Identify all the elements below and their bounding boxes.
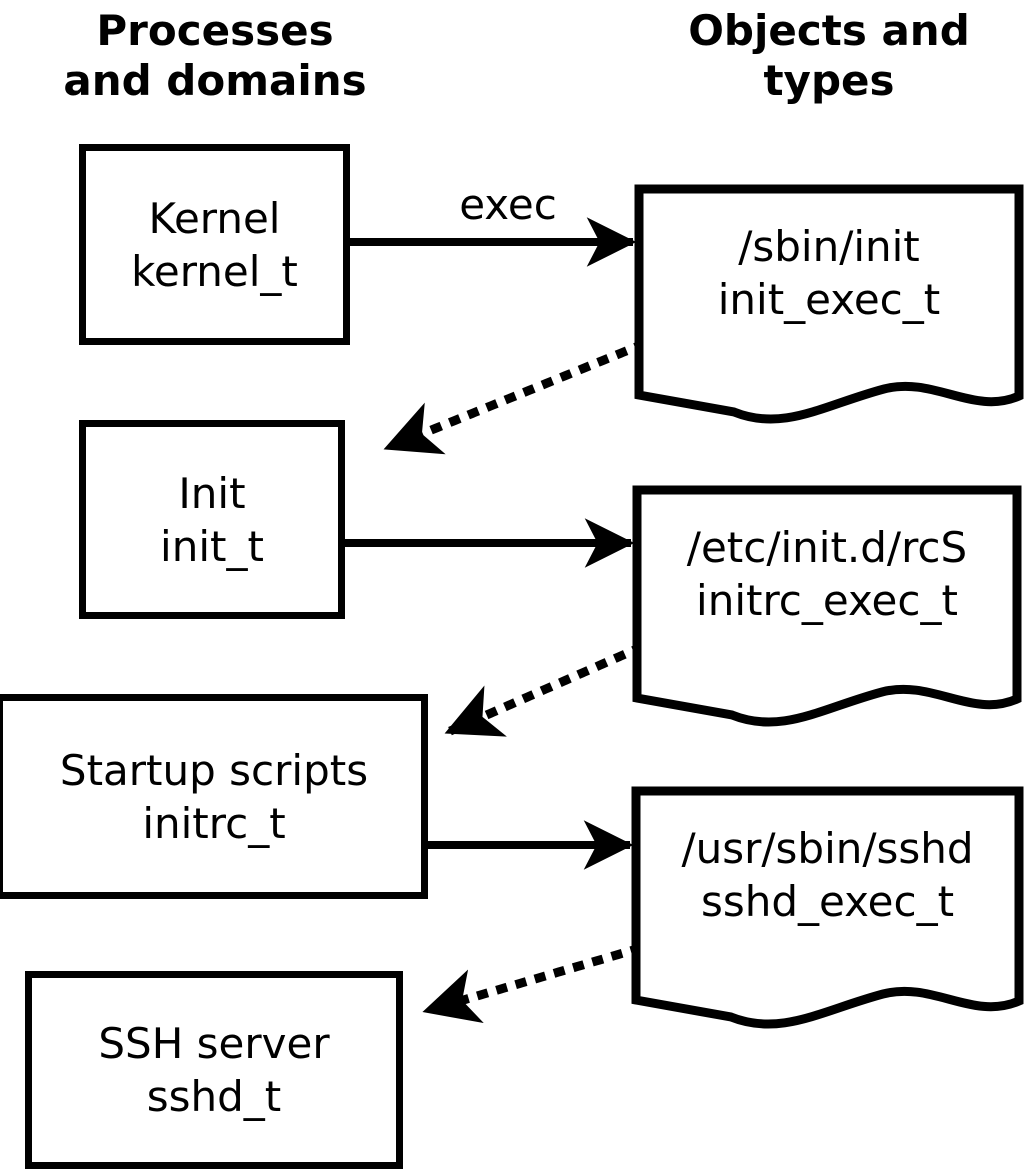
process-box-initrc[interactable]: Startup scripts initrc_t	[0, 694, 428, 899]
process-box-init-label: Init init_t	[160, 468, 264, 571]
process-box-sshd-label: SSH server sshd_t	[98, 1019, 330, 1121]
process-box-init[interactable]: Init init_t	[79, 420, 345, 619]
document-shape-icon	[634, 184, 1024, 424]
process-box-initrc-label: Startup scripts initrc_t	[59, 745, 369, 848]
object-doc-init-exec-label: /sbin/init init_exec_t	[717, 222, 941, 324]
object-doc-init-exec[interactable]: /sbin/init init_exec_t	[634, 184, 1024, 424]
dotted-edge-sshd-exec-to-sshd	[420, 943, 643, 1024]
object-doc-initrc-exec[interactable]: /etc/init.d/rcS initrc_exec_t	[632, 485, 1022, 729]
column-header-processes: Processes and domains	[63, 6, 367, 105]
process-box-kernel[interactable]: Kernel kernel_t	[79, 144, 350, 345]
document-shape-icon	[631, 786, 1024, 1029]
process-box-sshd[interactable]: SSH server sshd_t	[25, 971, 403, 1169]
object-doc-initrc-exec-label: /etc/init.d/rcS initrc_exec_t	[686, 523, 968, 625]
column-header-objects: Objects and types	[688, 6, 970, 105]
process-box-kernel-label: Kernel kernel_t	[131, 193, 298, 296]
object-doc-sshd-exec-label: /usr/sbin/sshd sshd_exec_t	[681, 824, 974, 926]
dotted-edge-initrc-exec-to-initrc	[442, 642, 645, 738]
object-doc-sshd-exec[interactable]: /usr/sbin/sshd sshd_exec_t	[631, 786, 1024, 1031]
dotted-edge-init-exec-to-init	[381, 339, 647, 455]
document-shape-icon	[632, 485, 1022, 727]
edge-label-exec: exec	[459, 180, 557, 229]
